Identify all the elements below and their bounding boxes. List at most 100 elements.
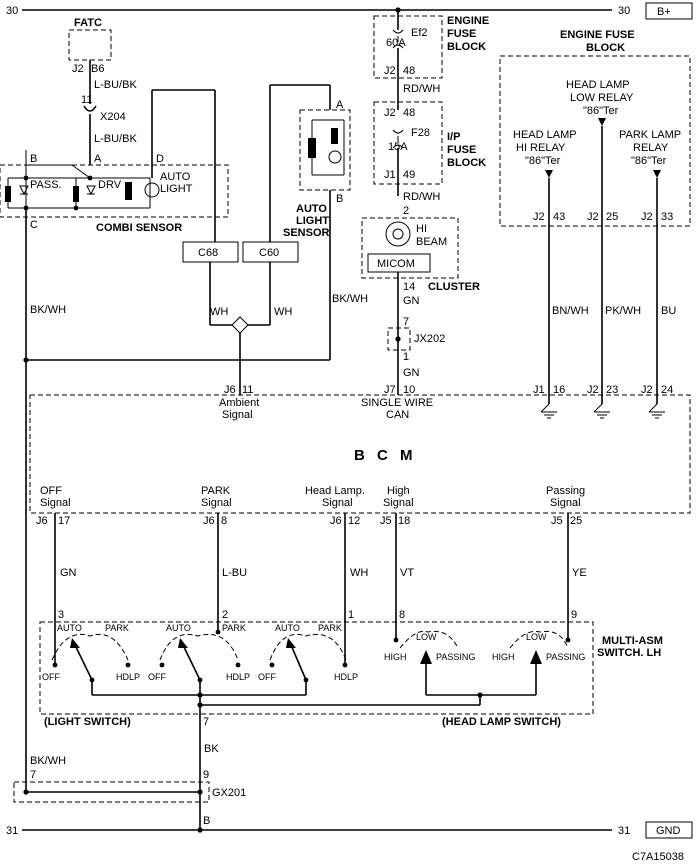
head-lamp-switch-pole-2: LOW HIGH PASSING bbox=[492, 630, 585, 695]
drv-sensor-element bbox=[73, 186, 79, 202]
rail-bottom-left-number: 31 bbox=[6, 825, 18, 837]
ip-fuse-f28: J2 48 F28 15A J1 49 I/P FUSE BLOCK RD/WH bbox=[373, 101, 486, 203]
f28-conn-in: J2 bbox=[384, 107, 396, 119]
auto-light-sensor: A B AUTO LIGHT SENSOR BK/WH bbox=[269, 84, 368, 360]
f28-fuse-symbol bbox=[392, 129, 404, 149]
micom-label: MICOM bbox=[377, 258, 415, 270]
f28-pin-in: 48 bbox=[403, 107, 415, 119]
can-conn: J7 bbox=[384, 384, 396, 396]
c68-wire: WH bbox=[210, 306, 228, 318]
combi-pin-b: B bbox=[30, 153, 37, 165]
jx202-label: JX202 bbox=[414, 333, 445, 345]
off-wire: GN bbox=[60, 567, 77, 579]
engine-fuse-t1: ENGINE bbox=[447, 15, 489, 27]
ls1-hdlp: HDLP bbox=[116, 672, 140, 682]
switch-title-1: MULTI-ASM bbox=[602, 635, 663, 647]
low-relay-2: LOW RELAY bbox=[570, 92, 634, 104]
head-lamp-switch-pole-1: LOW HIGH PASSING bbox=[384, 630, 475, 695]
bcm-hi-pin: 16 bbox=[553, 384, 565, 396]
hl2-high: HIGH bbox=[492, 652, 515, 662]
gx201-label: GX201 bbox=[212, 787, 246, 799]
combi-title: COMBI SENSOR bbox=[96, 222, 182, 234]
light-switch-pole-1: AUTO PARK OFF HDLP bbox=[42, 623, 140, 682]
combi-sensor: COMBI SENSOR B A D C PASS. DRV AUTO LIGH… bbox=[0, 90, 229, 234]
bcm-title: B C M bbox=[354, 447, 417, 464]
headlamp-signal-1: Head Lamp. bbox=[305, 485, 365, 497]
als-title-1: AUTO bbox=[296, 203, 327, 215]
ls1-park: PARK bbox=[105, 623, 129, 633]
ambient-sig-1: Ambient bbox=[219, 397, 259, 409]
hl2-passing: PASSING bbox=[546, 652, 585, 662]
gx201-pin-right: 9 bbox=[203, 769, 209, 781]
c68-label: C68 bbox=[198, 247, 218, 259]
hi-wire: BN/WH bbox=[552, 305, 589, 317]
efb-title-1: ENGINE FUSE bbox=[560, 29, 635, 41]
pass-label: PASS. bbox=[30, 179, 62, 191]
park-signal-1: PARK bbox=[201, 485, 231, 497]
jx202-pin-in: 7 bbox=[403, 316, 409, 328]
off-signal-2: Signal bbox=[40, 497, 71, 509]
can-sig-1: SINGLE WIRE bbox=[361, 397, 433, 409]
hi-relay-1: HEAD LAMP bbox=[513, 129, 577, 141]
passing-conn: J5 bbox=[551, 515, 563, 527]
hi-pin: 43 bbox=[553, 211, 565, 223]
park-sw-pin: 2 bbox=[222, 609, 228, 621]
ip-fuse-t3: BLOCK bbox=[447, 157, 486, 169]
hl1-passing: PASSING bbox=[436, 652, 475, 662]
ls1-auto: AUTO bbox=[57, 623, 82, 633]
gx201-left-wire: BK/WH bbox=[30, 755, 66, 767]
x204-pin: 11 bbox=[81, 94, 92, 106]
c60-label: C60 bbox=[259, 247, 279, 259]
park-pin-conn: J2 bbox=[641, 211, 653, 223]
hl2-low: LOW bbox=[526, 632, 547, 642]
auto-light-coil bbox=[125, 182, 132, 200]
als-title-2: LIGHT bbox=[296, 215, 329, 227]
ef2-amp: 60A bbox=[386, 37, 406, 49]
bcm-low-pin: 23 bbox=[606, 384, 618, 396]
fatc-wire-1: L-BU/BK bbox=[94, 79, 137, 91]
bplus-label: B+ bbox=[657, 6, 671, 18]
can-sig-2: CAN bbox=[386, 409, 409, 421]
ef2-conn: J2 bbox=[384, 65, 396, 77]
park-pin: 8 bbox=[221, 515, 227, 527]
park-relay-1: PARK LAMP bbox=[619, 129, 681, 141]
efb-title-2: BLOCK bbox=[586, 42, 625, 54]
switch-gnd-wire: BK bbox=[204, 743, 219, 755]
park-wire: BU bbox=[661, 305, 676, 317]
cluster-pin-in: 2 bbox=[403, 205, 409, 217]
jx202-pin-out: 1 bbox=[403, 351, 409, 363]
high-signal-2: Signal bbox=[383, 497, 414, 509]
cluster-pin-out: 14 bbox=[403, 281, 415, 293]
switch-gnd-pin: 7 bbox=[203, 716, 209, 728]
als-title-3: SENSOR bbox=[283, 227, 330, 239]
als-wire: BK/WH bbox=[332, 293, 368, 305]
figure-id: C7A15038 bbox=[632, 851, 684, 863]
ambient-signal-connectors: C68 C60 WH WH J6 11 Ambient Signal bbox=[182, 241, 299, 421]
ef2-pin: 48 bbox=[403, 65, 415, 77]
hi-relay-3: "86"Ter bbox=[525, 155, 561, 167]
off-sw-pin: 3 bbox=[58, 609, 64, 621]
auto-label-2: LIGHT bbox=[160, 183, 193, 195]
engine-fuse-t2: FUSE bbox=[447, 28, 476, 40]
ls1-off: OFF bbox=[42, 672, 60, 682]
light-switch-pole-3: AUTO PARK OFF HDLP bbox=[258, 623, 358, 682]
hi-beam-indicator bbox=[385, 221, 411, 247]
battery-rail: 30 30 B+ bbox=[6, 2, 693, 20]
high-wire: VT bbox=[400, 567, 414, 579]
bcm-module: B C M OFF Signal PARK Signal Head Lamp. … bbox=[29, 394, 691, 527]
low-pin: 25 bbox=[606, 211, 618, 223]
ambient-conn: J6 bbox=[224, 384, 236, 396]
fatc-module: FATC J2 B6 L-BU/BK 11 X204 L-BU/BK bbox=[68, 17, 137, 165]
cluster-wire-2: GN bbox=[403, 367, 420, 379]
low-relay-3: "86"Ter bbox=[583, 105, 619, 117]
ip-fuse-t2: FUSE bbox=[447, 144, 476, 156]
park-relay-3: "86"Ter bbox=[631, 155, 667, 167]
c60-wire: WH bbox=[274, 306, 292, 318]
park-pin: 33 bbox=[661, 211, 673, 223]
bcm-ground-symbols bbox=[540, 403, 665, 419]
combi-pin-a: A bbox=[94, 153, 102, 165]
fatc-pin: B6 bbox=[91, 63, 104, 75]
ls3-auto: AUTO bbox=[275, 623, 300, 633]
light-switch-label: (LIGHT SWITCH) bbox=[44, 716, 131, 728]
hi-beam-1: HI bbox=[416, 223, 427, 235]
